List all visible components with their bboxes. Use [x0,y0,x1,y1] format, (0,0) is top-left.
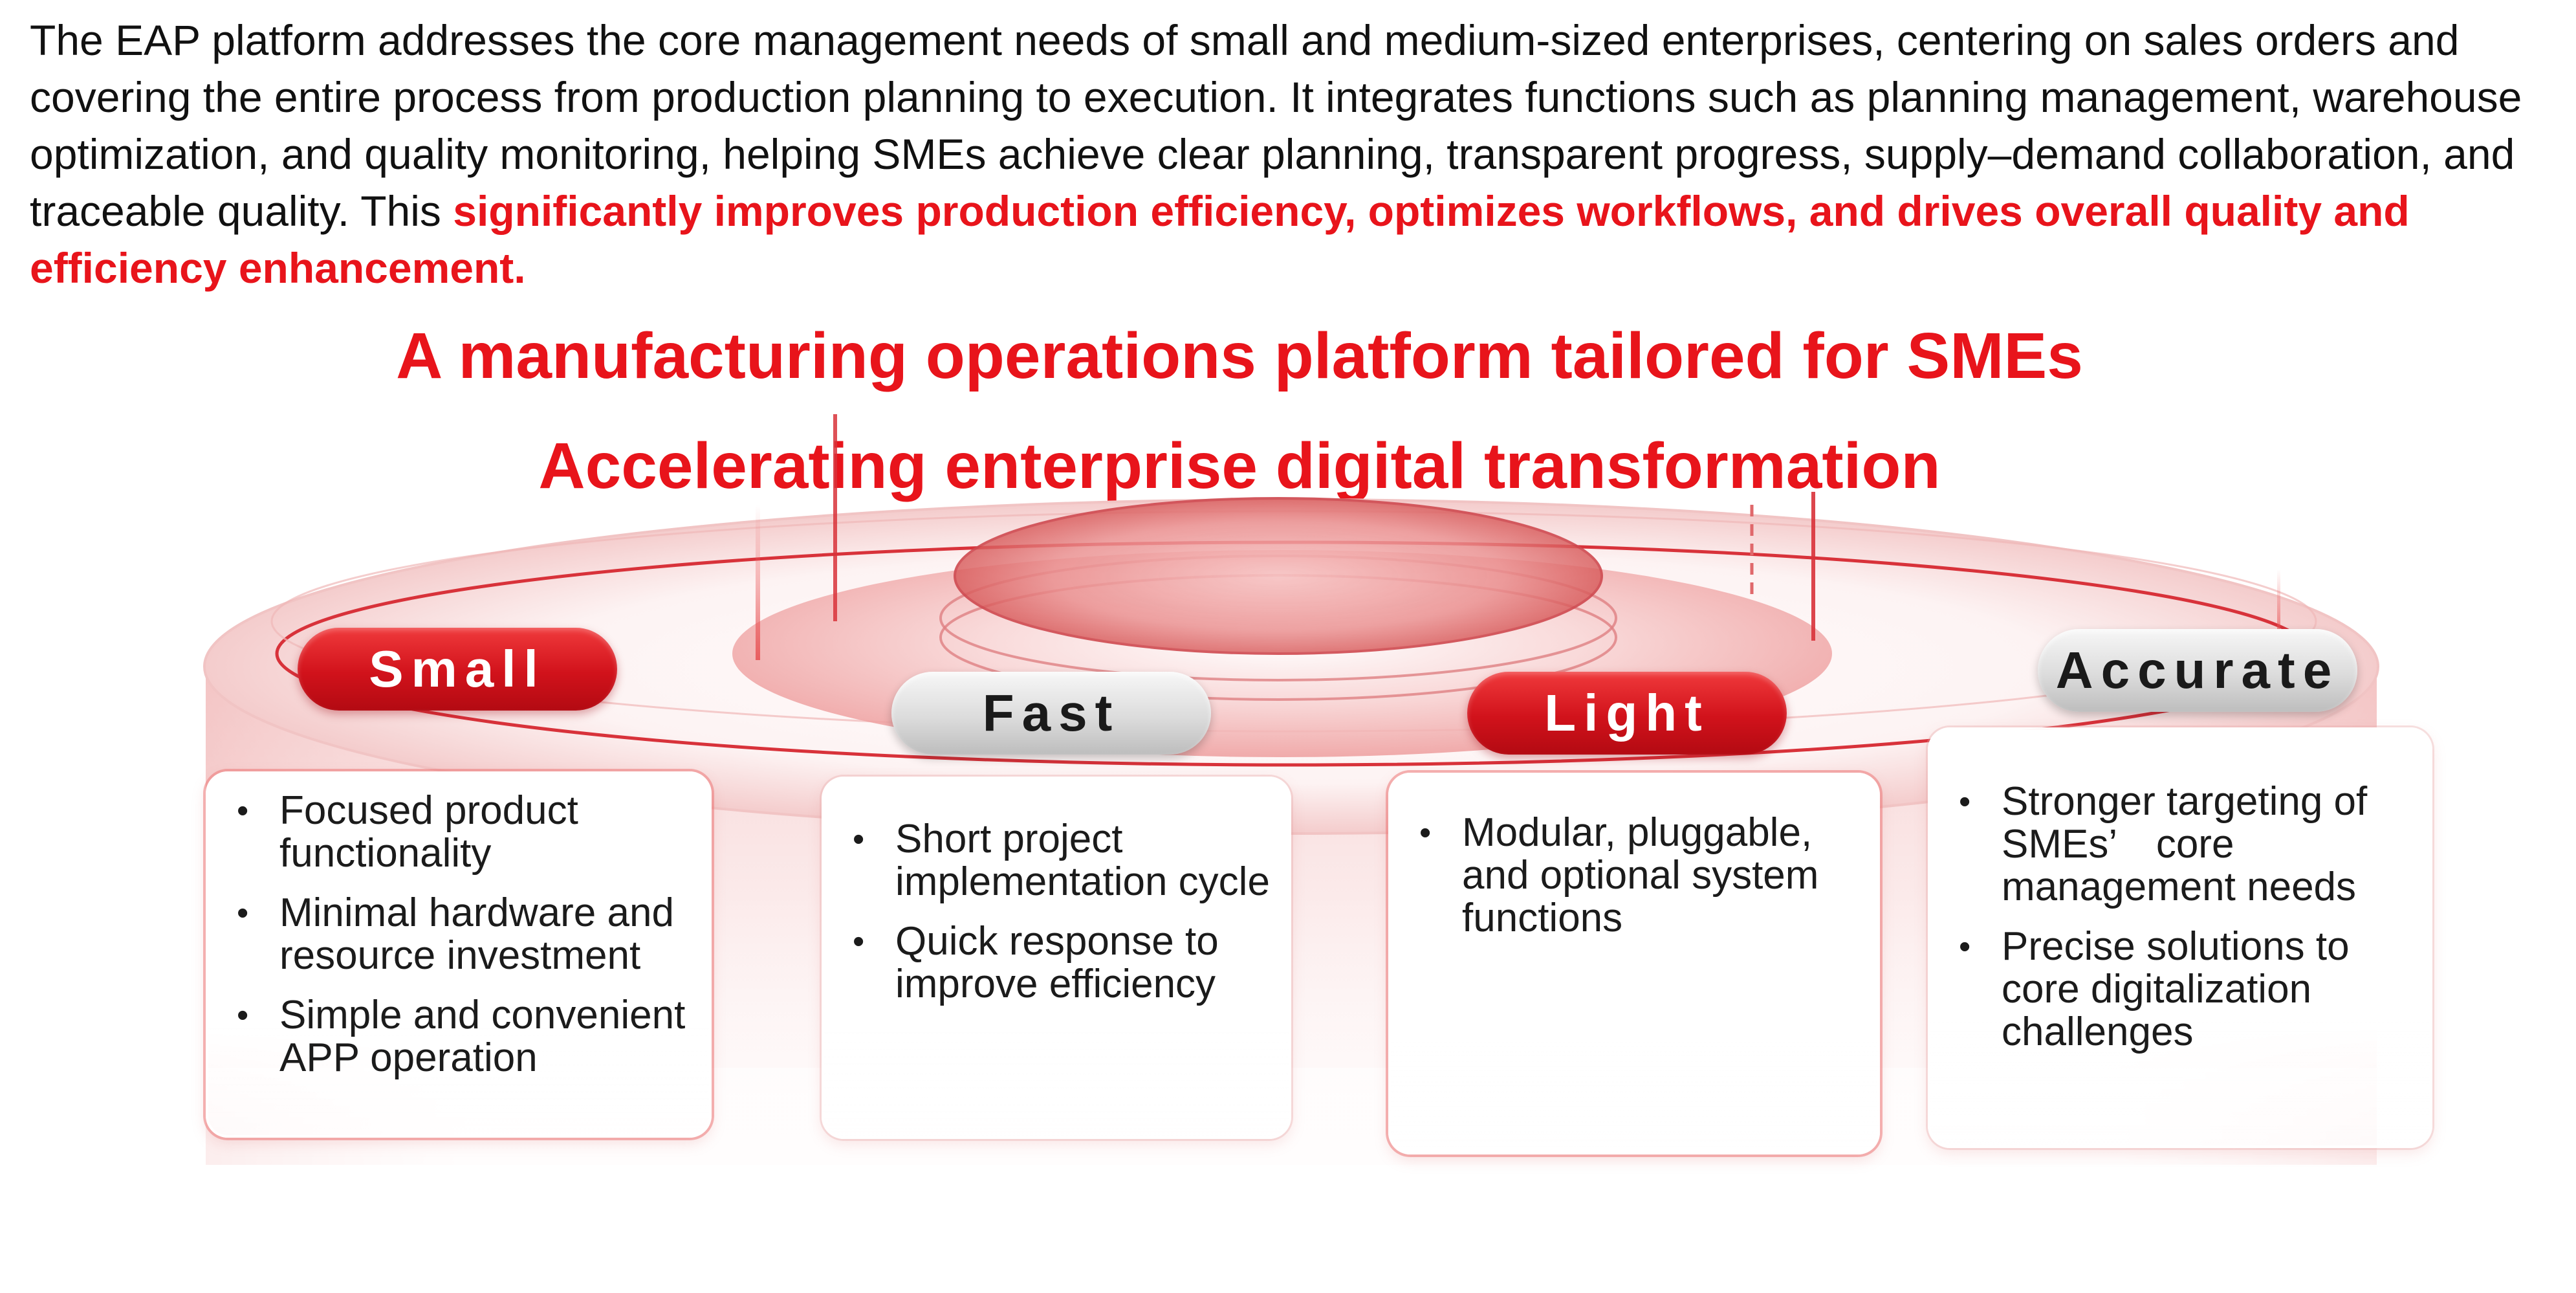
central-hub [939,497,1617,701]
pillar-point: Simple and convenient APP operation [208,994,709,1079]
intro-paragraph: The EAP platform addresses the core mana… [30,12,2553,296]
pillar-point: Stronger targeting of SMEs’ core managem… [1930,780,2430,909]
pillar-accurate-card: Stronger targeting of SMEs’ core managem… [1928,727,2432,1148]
pillar-small-card: Focused product functionality Minimal ha… [206,771,712,1138]
pillar-point: Modular, pluggable, and optional system … [1391,812,1877,940]
pillar-point: Focused product functionality [208,790,709,875]
pillar-point: Precise solutions to core digitalization… [1930,925,2430,1054]
intro-text: The EAP platform addresses the core mana… [30,16,2522,235]
pillar-small-label: Small [298,628,617,711]
pillar-point: Quick response to improve efficiency [824,920,1289,1006]
light-beams [756,414,2280,660]
pillar-light-points: Modular, pluggable, and optional system … [1391,812,1877,940]
pillar-accurate-points: Stronger targeting of SMEs’ core managem… [1930,780,2430,1054]
intro-highlight: significantly improves production effici… [30,187,2410,292]
headline-primary: A manufacturing operations platform tail… [396,320,2083,392]
pillar-light-card: Modular, pluggable, and optional system … [1388,773,1880,1155]
pillar-fast-points: Short project implementation cycle Quick… [824,818,1289,1006]
pillar-accurate-label: Accurate [2038,629,2357,712]
pillar-point: Short project implementation cycle [824,818,1289,903]
pillar-point: Minimal hardware and resource investment [208,892,709,977]
pillar-small-points: Focused product functionality Minimal ha… [208,790,709,1079]
pillar-light-label: Light [1467,672,1787,755]
pillar-fast-card: Short project implementation cycle Quick… [822,777,1291,1139]
pillar-fast-label: Fast [891,672,1211,755]
headline-secondary: Accelerating enterprise digital transfor… [538,430,1941,502]
